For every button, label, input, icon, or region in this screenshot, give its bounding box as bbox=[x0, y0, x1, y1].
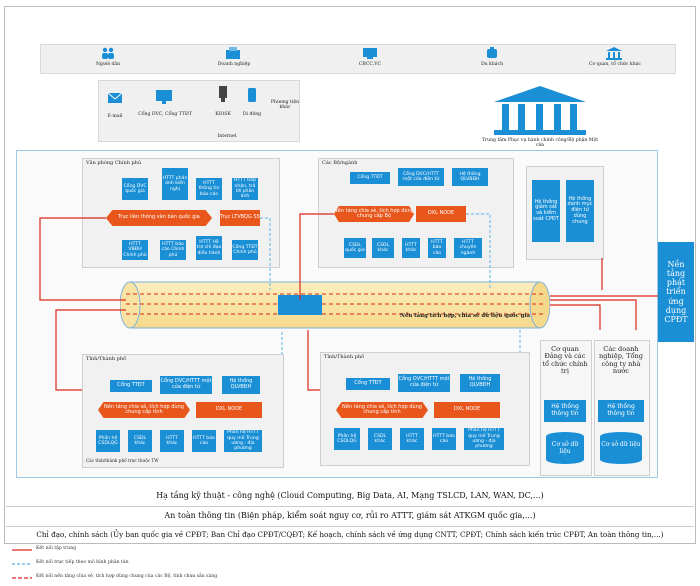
users-area bbox=[40, 44, 676, 74]
email-icon bbox=[108, 92, 122, 103]
shared-catalog: Hệ thống danh mục điện tử dùng chung bbox=[566, 180, 594, 242]
pr-top-0: Cổng TTĐT bbox=[346, 378, 390, 390]
gov-office-title: Văn phòng Chính phủ bbox=[86, 160, 142, 166]
officials-icon bbox=[363, 48, 377, 59]
channel-kiosk: KIOSK bbox=[215, 112, 231, 117]
user-business: Doanh nghiệp bbox=[217, 62, 251, 67]
channel-email: E-mail bbox=[107, 114, 123, 119]
min-bottom-1: CSDL khác bbox=[372, 238, 394, 258]
ngsp-pipe bbox=[120, 281, 550, 329]
pl-top-1: Cổng DVC/HTTT một cửa điện tử bbox=[160, 376, 212, 394]
pr-bottom-1: CSDL khác bbox=[368, 428, 392, 450]
ministries-title: Các Bộ/ngành bbox=[322, 160, 358, 166]
shared-monitor: Hệ thống giám sát và kiểm soát CPĐT bbox=[532, 180, 560, 242]
province-left-note: Các tỉnh/thành phố trực thuộc TW bbox=[86, 458, 159, 463]
enterprise-db-icon bbox=[600, 432, 642, 464]
outer-frame bbox=[4, 6, 696, 544]
footer-policy: Chỉ đạo, chính sách (Ủy ban quốc gia về … bbox=[36, 530, 664, 539]
min-bottom-4: HTTT chuyên ngành bbox=[454, 238, 482, 258]
legend-line-arrow bbox=[12, 577, 32, 579]
channel-media: Phương tiện khác bbox=[270, 100, 300, 111]
min-dxl: DXL NODE bbox=[416, 206, 466, 222]
min-top-2: Hệ thống QLVBĐH bbox=[452, 168, 488, 186]
pl-bottom-1: CSDL khác bbox=[128, 430, 152, 452]
tourist-icon bbox=[487, 47, 497, 58]
channels-area bbox=[98, 80, 300, 142]
pr-bottom-4: Phần hệ HTTT quy mô Trung ương - địa phư… bbox=[464, 428, 504, 450]
pl-top-0: Cổng TTĐT bbox=[110, 380, 152, 392]
province-right-title: Tỉnh/Thành phố bbox=[324, 354, 365, 360]
pr-platform: Nền tảng chia sẻ, tích hợp dùng chung cấ… bbox=[336, 402, 428, 418]
pl-bottom-2: HTTT khác bbox=[160, 430, 184, 452]
ngsp-label: Nền tảng tích hợp, chia sẻ dữ liệu quốc … bbox=[400, 313, 530, 319]
user-agency: Cơ quan, tổ chức khác bbox=[589, 62, 641, 67]
pl-dxl: DXL NODE bbox=[196, 402, 262, 418]
portal-icon bbox=[156, 90, 172, 104]
gov-bottom-0: HTTT VBĐH Chính phủ bbox=[122, 240, 148, 260]
gov-bottom-2: HTTT Hỗ trợ chỉ đạo điều hành bbox=[196, 236, 222, 260]
pl-bottom-0: Phần hệ CSDLQG bbox=[96, 430, 120, 452]
legend-1: Kết nối trực tiếp theo mô hình phân tán bbox=[36, 560, 129, 565]
legend-0: Kết nối tập trung bbox=[36, 546, 77, 551]
min-top-1: Cổng DVC/HTTT một cửa điện tử bbox=[398, 168, 444, 186]
agency-icon bbox=[606, 47, 622, 60]
pr-dxl: DXL NODE bbox=[434, 402, 500, 418]
footer-divider-2 bbox=[6, 526, 694, 527]
min-bottom-0: CSDL quốc gia bbox=[344, 238, 366, 258]
min-top-0: Cổng TTĐT bbox=[350, 172, 390, 184]
pl-bottom-3: HTTT báo cáo bbox=[192, 430, 216, 452]
gov-bottom-1: HTTT báo cáo Chính phủ bbox=[160, 240, 186, 260]
min-bottom-3: HTTT báo cáo bbox=[428, 238, 446, 258]
gov-ltvbqg: Trục LTVBQG SS bbox=[220, 210, 260, 226]
channel-internet: Internet bbox=[217, 134, 237, 139]
pr-bottom-0: Phần hệ CSDLQG bbox=[334, 428, 360, 450]
channel-portal: Cổng DVC, Cổng TTĐT bbox=[138, 112, 192, 117]
kiosk-icon bbox=[219, 86, 227, 102]
gov-top-2: HTTT thông tin báo cáo bbox=[196, 178, 222, 200]
enterprise-system: Hệ thống thông tin bbox=[598, 400, 644, 422]
min-bottom-2: HTTT khác bbox=[402, 238, 420, 258]
legend-2: Kết nối nền tảng chia sẻ, tích hợp dùng … bbox=[36, 574, 218, 579]
pl-bottom-4: Phần hệ HTTT quy mô Trung ương - địa phư… bbox=[224, 430, 262, 452]
footer-divider-1 bbox=[6, 506, 694, 507]
party-system: Hệ thống thông tin bbox=[544, 400, 586, 422]
gov-top-0: Cổng DVC quốc gia bbox=[122, 178, 148, 200]
pl-platform: Nền tảng chia sẻ, tích hợp dùng chung cấ… bbox=[98, 402, 190, 418]
right-platform: Nền tảng phát triển ứng dụng CPĐT bbox=[658, 242, 694, 342]
user-officials: CBCC,VC bbox=[358, 62, 382, 67]
gov-bottom-3: Cổng TTĐT Chính phủ bbox=[232, 240, 258, 260]
user-tourist: Du khách bbox=[480, 62, 504, 67]
pr-bottom-3: HTTT báo cáo bbox=[432, 428, 456, 450]
pr-bottom-2: HTTT khác bbox=[400, 428, 424, 450]
pl-top-2: Hệ thống QLVBĐH bbox=[222, 376, 260, 394]
citizen-icon bbox=[102, 47, 114, 59]
channel-mobile: Di động bbox=[242, 112, 262, 117]
footer-infra: Hạ tầng kỹ thuật - công nghệ (Cloud Comp… bbox=[156, 491, 544, 500]
business-icon bbox=[226, 47, 240, 59]
pr-top-1: Cổng DVC/HTTT một cửa điện tử bbox=[398, 374, 450, 392]
user-citizen: Người dân bbox=[95, 62, 121, 67]
pr-top-2: Hệ thống QLVBĐH bbox=[460, 374, 500, 392]
party-db-icon bbox=[546, 432, 584, 464]
enterprise-db: Cơ sở dữ liệu bbox=[601, 441, 641, 448]
party-db: Cơ sở dữ liệu bbox=[551, 441, 579, 455]
min-platform: Nền tảng chia sẻ, tích hợp dùng chung cấ… bbox=[334, 206, 414, 222]
one-stop-label: Trung tâm Phục vụ hành chính công/Bộ phậ… bbox=[481, 138, 599, 149]
mobile-icon bbox=[248, 88, 256, 102]
enterprise-title: Các doanh nghiệp, Tổng công ty nhà nước bbox=[598, 345, 644, 375]
gov-doc-axis: Trục liên thông văn bản quốc gia bbox=[106, 210, 212, 226]
province-left-title: Tỉnh/Thành phố bbox=[86, 356, 127, 362]
gov-top-3: HTTT tiếp nhận, trả lời phản ánh bbox=[232, 178, 258, 200]
building-icon bbox=[494, 86, 586, 135]
legend-line-solid bbox=[12, 549, 32, 551]
footer-security: An toàn thông tin (Biện pháp, kiểm soát … bbox=[164, 511, 536, 520]
party-title: Cơ quan Đảng và các tổ chức chính trị bbox=[542, 345, 588, 375]
legend-line-dashed bbox=[12, 563, 32, 565]
gov-top-1: HTTT phản ánh kiến nghị bbox=[162, 168, 188, 200]
